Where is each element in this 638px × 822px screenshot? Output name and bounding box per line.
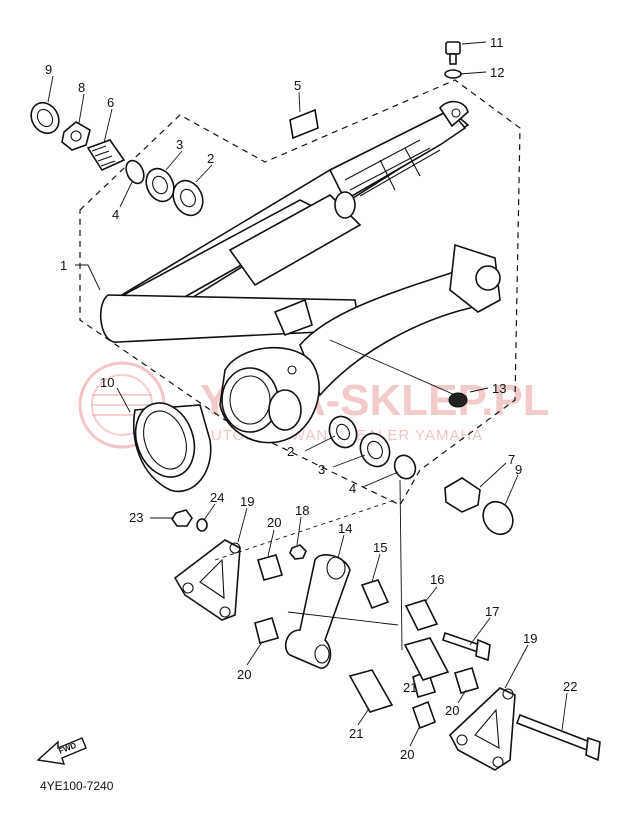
swingarm-body (100, 100, 501, 444)
callout-21-b: 21 (349, 726, 363, 741)
guard-10 (132, 402, 212, 493)
callout-3-right: 3 (318, 462, 325, 477)
linkage-parts (171, 509, 601, 771)
callout-labels: 9 8 6 3 2 4 1 5 11 12 10 13 2 3 4 7 9 23… (45, 35, 577, 762)
callout-17: 17 (485, 604, 499, 619)
callout-8: 8 (78, 80, 85, 95)
callout-6: 6 (107, 95, 114, 110)
fwd-arrow: FWD (36, 737, 87, 765)
callout-9: 9 (45, 62, 52, 77)
callout-19-right: 19 (523, 631, 537, 646)
pivot-left-parts (30, 101, 204, 217)
diagram-code: 4YE100-7240 (40, 779, 114, 793)
callout-10: 10 (100, 375, 114, 390)
callout-21-a: 21 (403, 680, 417, 695)
callout-2-right: 2 (287, 444, 294, 459)
callout-2: 2 (207, 151, 214, 166)
callout-4-right: 4 (349, 481, 356, 496)
alignment-lines (214, 339, 456, 651)
assembly-boundary (79, 79, 521, 506)
callout-19-left: 19 (240, 494, 254, 509)
callout-12: 12 (490, 65, 504, 80)
callout-20-a: 20 (267, 515, 281, 530)
callout-11: 11 (490, 35, 504, 50)
callout-3: 3 (176, 137, 183, 152)
callout-1: 1 (60, 258, 67, 273)
chain-pad-5 (289, 108, 319, 140)
leader-lines (47, 41, 568, 747)
callout-22: 22 (563, 679, 577, 694)
callout-4: 4 (112, 207, 119, 222)
callout-14: 14 (338, 521, 352, 536)
callout-20-c: 20 (445, 703, 459, 718)
callout-16: 16 (430, 572, 444, 587)
callout-24: 24 (210, 490, 224, 505)
callout-20-d: 20 (400, 747, 414, 762)
callout-20-b: 20 (237, 667, 251, 682)
callout-18: 18 (295, 503, 309, 518)
callout-5: 5 (294, 78, 301, 93)
bolt-11-washer-12 (444, 41, 462, 79)
pivot-right-parts (328, 392, 514, 536)
callout-15: 15 (373, 540, 387, 555)
callout-7: 7 (508, 452, 515, 467)
callout-23: 23 (129, 510, 143, 525)
callout-9-right: 9 (515, 462, 522, 477)
callout-13: 13 (492, 381, 506, 396)
